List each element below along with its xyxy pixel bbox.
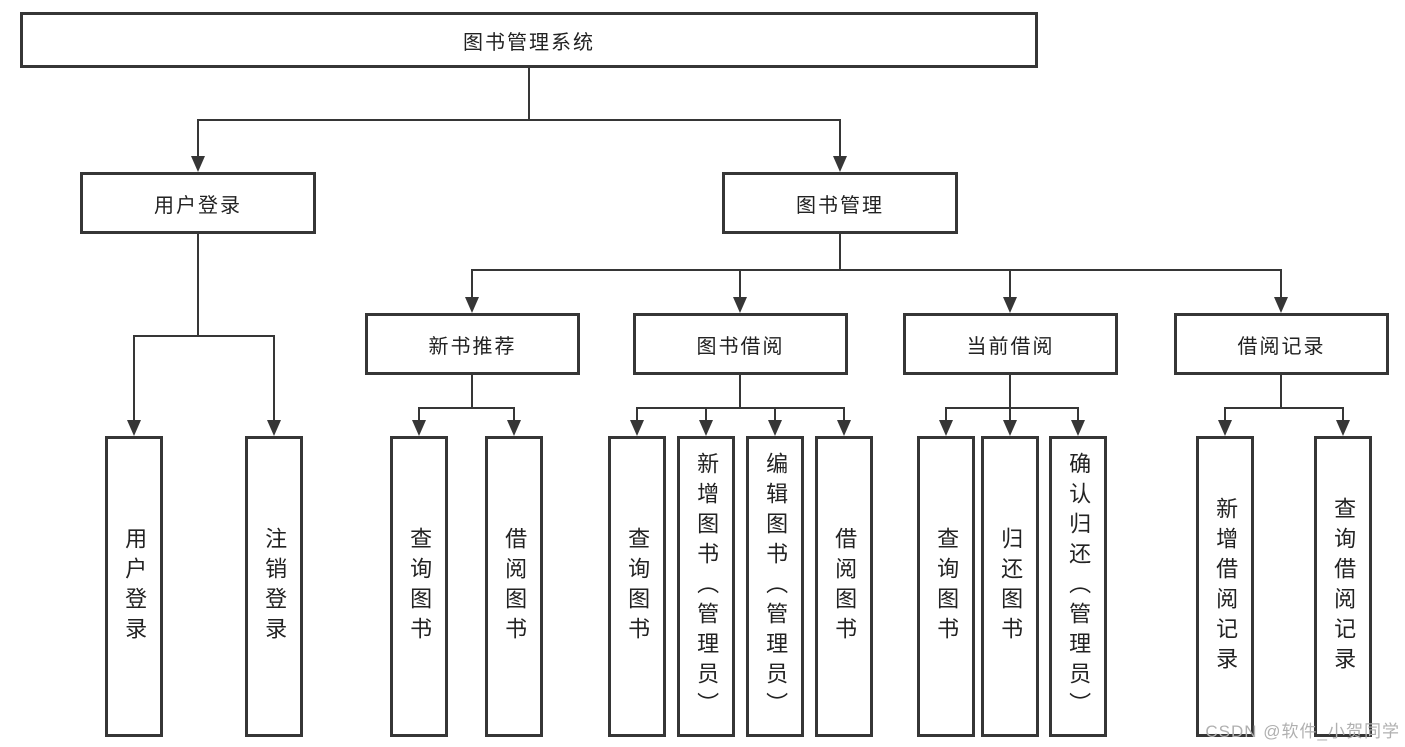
connector-line — [1280, 375, 1282, 408]
leaf-current-confirm-return: 确认归还（管理员） — [1049, 436, 1107, 737]
leaf-current-confirm-return-label: 确认归还（管理员） — [1066, 451, 1092, 722]
leaf-logout: 注销登录 — [245, 436, 303, 737]
arrowhead-down-icon — [1336, 420, 1350, 436]
connector-line — [739, 375, 741, 408]
arrowhead-down-icon — [837, 420, 851, 436]
connector-line — [1280, 269, 1282, 298]
connector-line — [705, 407, 707, 421]
arrowhead-down-icon — [1071, 420, 1085, 436]
node-user-login-label: 用户登录 — [154, 194, 242, 217]
connector-line — [197, 119, 199, 158]
leaf-recommend-borrow-book: 借阅图书 — [485, 436, 543, 737]
connector-line — [1224, 407, 1344, 409]
connector-line — [418, 407, 420, 421]
connector-line — [636, 407, 638, 421]
node-root-label: 图书管理系统 — [463, 31, 595, 54]
arrowhead-down-icon — [768, 420, 782, 436]
arrowhead-down-icon — [939, 420, 953, 436]
connector-line — [471, 269, 473, 298]
leaf-borrow-borrow-book-label: 借阅图书 — [832, 526, 858, 647]
leaf-recommend-query-book: 查询图书 — [390, 436, 448, 737]
node-book-mgmt: 图书管理 — [722, 172, 958, 234]
connector-line — [1009, 269, 1011, 298]
leaf-current-query-book: 查询图书 — [917, 436, 975, 737]
leaf-borrow-add-book: 新增图书（管理员） — [677, 436, 735, 737]
node-borrow-records-label: 借阅记录 — [1237, 335, 1326, 358]
connector-line — [839, 119, 841, 158]
csdn-watermark: CSDN @软件_小贺同学 — [1205, 722, 1400, 741]
arrowhead-down-icon — [267, 420, 281, 436]
leaf-logout-label: 注销登录 — [262, 526, 288, 647]
leaf-current-query-book-label: 查询图书 — [934, 526, 960, 647]
leaf-user-login-label: 用户登录 — [122, 526, 148, 647]
node-borrow-records: 借阅记录 — [1174, 313, 1389, 375]
connector-line — [1342, 407, 1344, 421]
arrowhead-down-icon — [465, 297, 479, 313]
leaf-recommend-borrow-book-label: 借阅图书 — [502, 526, 528, 647]
connector-line — [945, 407, 947, 421]
node-new-book-recommend-label: 新书推荐 — [428, 335, 517, 358]
connector-line — [528, 68, 530, 120]
arrowhead-down-icon — [1218, 420, 1232, 436]
leaf-borrow-edit-book-label: 编辑图书（管理员） — [763, 451, 789, 722]
arrowhead-down-icon — [507, 420, 521, 436]
leaf-current-return-book-label: 归还图书 — [998, 526, 1024, 647]
connector-line — [418, 407, 515, 409]
connector-line — [197, 119, 841, 121]
connector-line — [739, 269, 741, 298]
connector-line — [1077, 407, 1079, 421]
connector-line — [636, 407, 845, 409]
connector-line — [839, 234, 841, 270]
arrowhead-down-icon — [412, 420, 426, 436]
arrowhead-down-icon — [127, 420, 141, 436]
arrowhead-down-icon — [833, 156, 847, 172]
leaf-borrow-borrow-book: 借阅图书 — [815, 436, 873, 737]
leaf-records-query-record: 查询借阅记录 — [1314, 436, 1372, 737]
arrowhead-down-icon — [191, 156, 205, 172]
arrowhead-down-icon — [699, 420, 713, 436]
connector-line — [843, 407, 845, 421]
node-user-login: 用户登录 — [80, 172, 316, 234]
connector-line — [1224, 407, 1226, 421]
arrowhead-down-icon — [630, 420, 644, 436]
node-new-book-recommend: 新书推荐 — [365, 313, 580, 375]
leaf-records-query-record-label: 查询借阅记录 — [1331, 496, 1357, 677]
leaf-borrow-edit-book: 编辑图书（管理员） — [746, 436, 804, 737]
leaf-records-add-record: 新增借阅记录 — [1196, 436, 1254, 737]
connector-line — [1009, 375, 1011, 408]
leaf-user-login: 用户登录 — [105, 436, 163, 737]
leaf-recommend-query-book-label: 查询图书 — [407, 526, 433, 647]
arrowhead-down-icon — [1274, 297, 1288, 313]
leaf-borrow-query-book: 查询图书 — [608, 436, 666, 737]
leaf-current-return-book: 归还图书 — [981, 436, 1039, 737]
arrowhead-down-icon — [733, 297, 747, 313]
leaf-borrow-add-book-label: 新增图书（管理员） — [694, 451, 720, 722]
connector-line — [471, 269, 1282, 271]
node-current-borrow: 当前借阅 — [903, 313, 1118, 375]
connector-line — [1009, 407, 1011, 421]
connector-line — [133, 335, 275, 337]
connector-line — [471, 375, 473, 408]
arrowhead-down-icon — [1003, 420, 1017, 436]
leaf-records-add-record-label: 新增借阅记录 — [1213, 496, 1239, 677]
arrowhead-down-icon — [1003, 297, 1017, 313]
connector-line — [945, 407, 1079, 409]
connector-line — [513, 407, 515, 421]
connector-line — [197, 234, 199, 336]
node-book-borrow: 图书借阅 — [633, 313, 848, 375]
node-current-borrow-label: 当前借阅 — [966, 335, 1055, 358]
node-book-borrow-label: 图书借阅 — [696, 335, 785, 358]
node-book-mgmt-label: 图书管理 — [796, 194, 884, 217]
node-root: 图书管理系统 — [20, 12, 1038, 68]
connector-line — [133, 335, 135, 421]
connector-line — [774, 407, 776, 421]
connector-line — [273, 335, 275, 421]
leaf-borrow-query-book-label: 查询图书 — [625, 526, 651, 647]
